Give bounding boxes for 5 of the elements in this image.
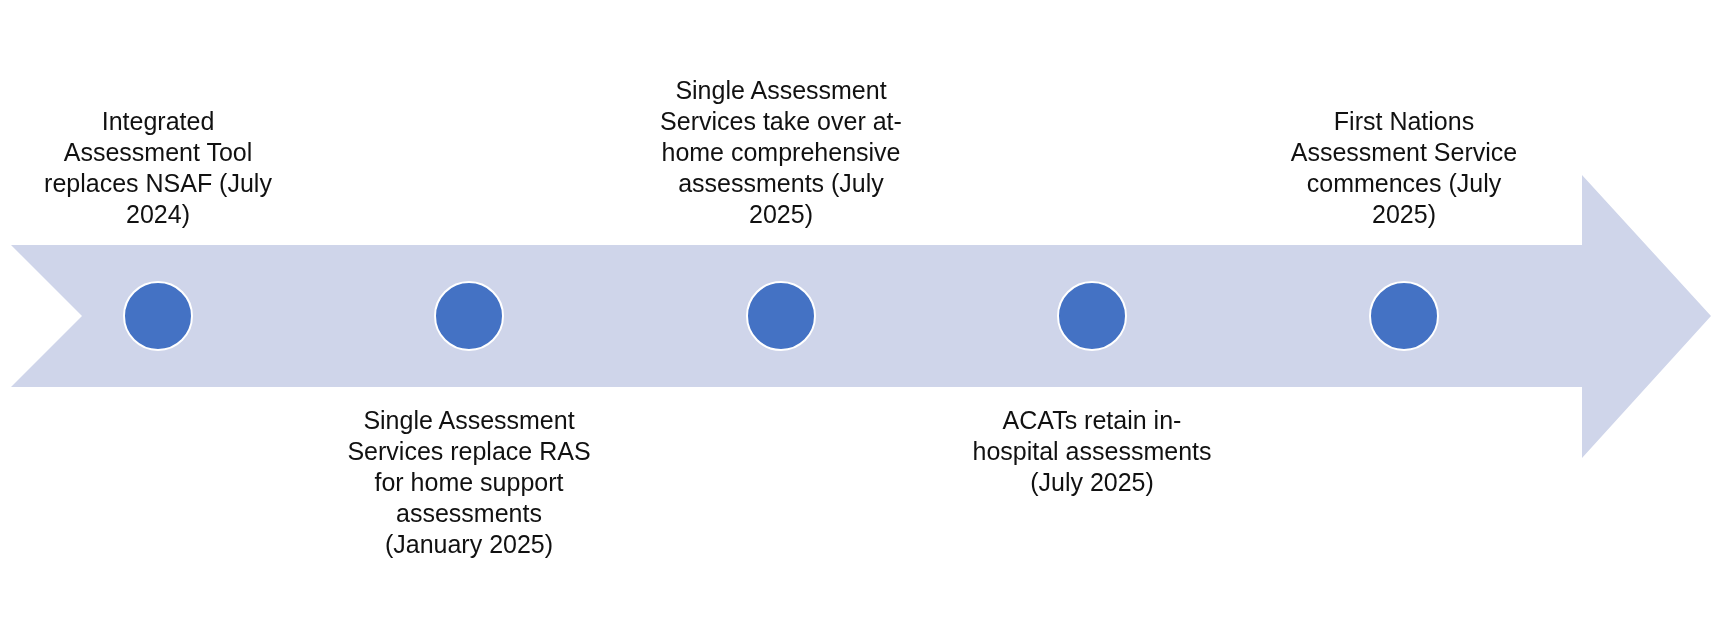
milestone-text: Single Assessment Services take over at-home comprehensive assessments (July 2025) [659,75,903,230]
milestone-text: First Nations Assessment Service commences (July 2025) [1289,106,1519,230]
milestone-text: ACATs retain in-hospital assessments (July 2025) [971,405,1213,498]
milestone-text: Integrated Assessment Tool replaces NSAF (July 2024) [43,106,273,230]
milestone-text: Single Assessment Services replace RAS for home support assessments (January 2025) [346,405,592,560]
